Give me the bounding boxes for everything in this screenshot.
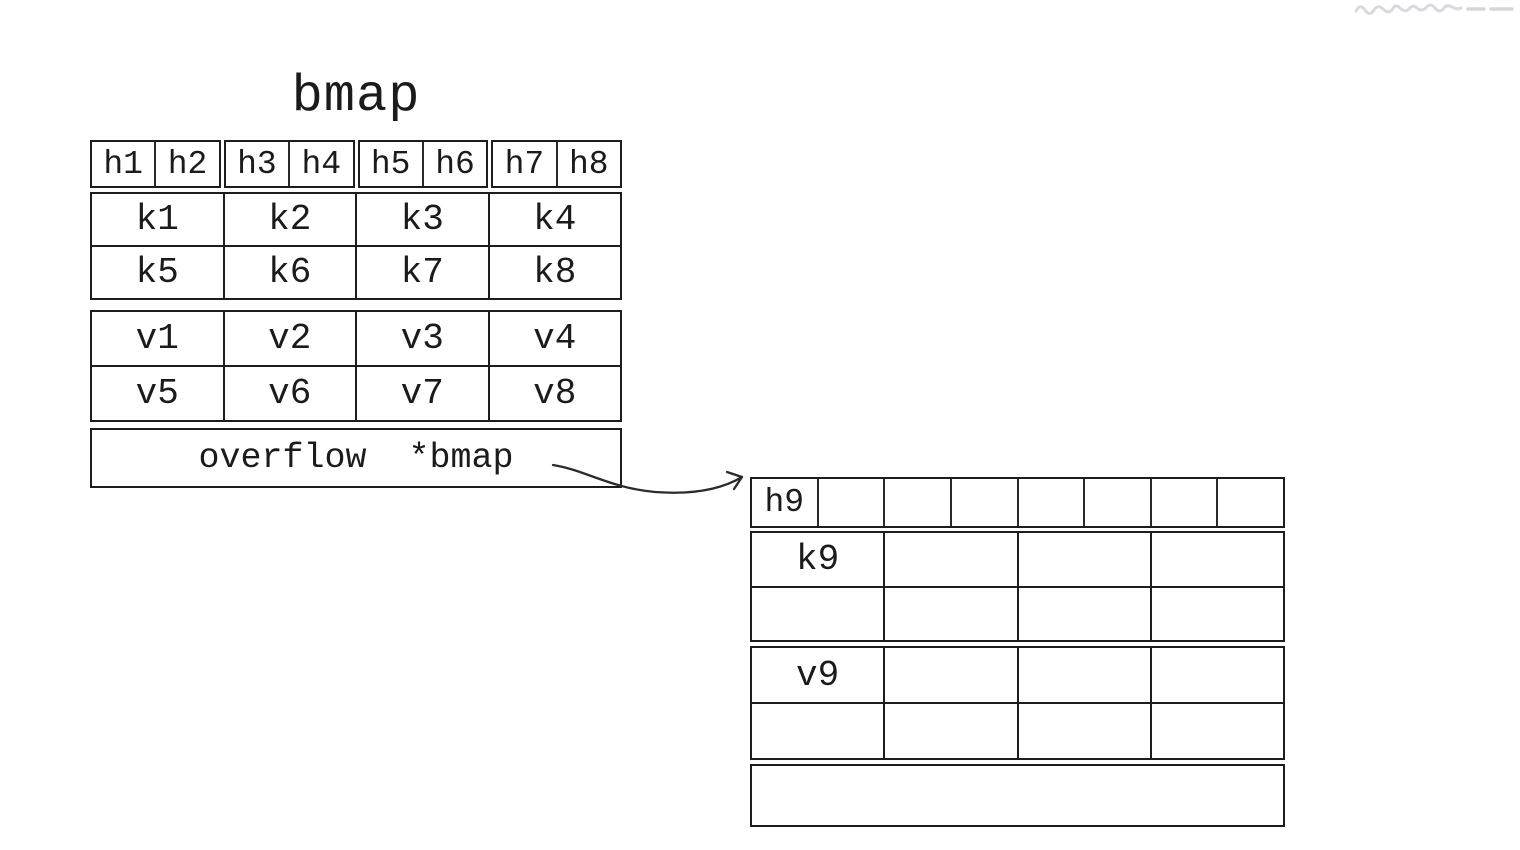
bucket2-values-block: v9	[750, 646, 1285, 760]
watermark-scribble	[1354, 3, 1514, 15]
tophash-cell: h4	[288, 142, 352, 186]
value-cell	[883, 704, 1016, 758]
key-cell: k3	[355, 194, 488, 245]
bucket1-title: bmap	[291, 66, 421, 126]
overflow-label: overflow *bmap	[198, 438, 514, 478]
value-cell: v7	[355, 367, 488, 420]
key-cell	[883, 533, 1016, 586]
key-cell: k8	[487, 247, 621, 298]
tophash-cell: h7	[504, 145, 545, 183]
value-cell: v6	[222, 367, 356, 420]
tophash-cell	[1083, 479, 1150, 526]
tophash-cell	[883, 479, 950, 526]
bucket2-keys-block: k9	[750, 531, 1285, 642]
bucket2-overflow-cell	[750, 764, 1285, 827]
key-cell: k1	[135, 199, 179, 240]
tophash-cell	[949, 479, 1017, 526]
tophash-cell: h5	[370, 145, 411, 183]
tophash-pair-box: h3 h4	[223, 140, 355, 188]
key-cell	[1016, 533, 1150, 586]
keys-row: k9	[752, 533, 1283, 588]
tophash-pair-box: h7 h8	[491, 140, 622, 188]
bucket2-tophash-row: h9	[750, 477, 1285, 528]
tophash-cell	[1149, 479, 1217, 526]
value-cell: v5	[135, 373, 179, 414]
tophash-pair-box: h1 h2	[90, 140, 221, 188]
tophash-cell: h3	[237, 145, 277, 183]
values-row: v5 v6 v7 v8	[92, 367, 620, 420]
value-cell	[1149, 648, 1283, 702]
keys-row: k5 k6 k7 k8	[92, 247, 620, 298]
bucket1-values-block: v1 v2 v3 v4 v5 v6 v7 v8	[90, 310, 622, 422]
value-cell: v4	[487, 312, 621, 365]
tophash-cell: h9	[764, 484, 805, 521]
value-cell	[1016, 648, 1150, 702]
key-cell: k9	[796, 538, 840, 580]
value-cell: v9	[796, 654, 840, 696]
key-cell	[1016, 587, 1150, 640]
keys-row: k1 k2 k3 k4	[92, 194, 620, 247]
value-cell	[1149, 704, 1283, 758]
value-cell: v8	[487, 367, 621, 420]
bucket1-keys-block: k1 k2 k3 k4 k5 k6 k7 k8	[90, 192, 622, 300]
values-row: v9	[752, 648, 1283, 704]
key-cell	[883, 587, 1016, 640]
tophash-cell: h8	[555, 142, 620, 186]
tophash-cell: h6	[421, 142, 486, 186]
key-cell: k4	[487, 194, 621, 245]
tophash-pair-box: h5 h6	[357, 140, 489, 188]
key-cell: k5	[135, 252, 179, 293]
keys-row	[752, 587, 1283, 641]
value-cell	[752, 704, 883, 758]
value-cell: v1	[135, 318, 179, 359]
values-row: v1 v2 v3 v4	[92, 312, 620, 367]
tophash-cell	[1216, 479, 1283, 526]
key-cell	[1149, 587, 1283, 640]
tophash-cell: h1	[103, 145, 143, 183]
key-cell: k2	[222, 194, 356, 245]
tophash-cell	[816, 479, 884, 526]
value-cell	[883, 648, 1016, 702]
key-cell	[1149, 533, 1283, 586]
values-row	[752, 704, 1283, 758]
key-cell	[752, 588, 883, 641]
arrow-head	[725, 470, 744, 491]
tophash-cell	[1016, 479, 1084, 526]
value-cell: v2	[222, 312, 356, 365]
value-cell: v3	[355, 312, 488, 365]
tophash-cell: h2	[154, 142, 218, 186]
bucket1-overflow-cell: overflow *bmap	[90, 428, 622, 488]
key-cell: k7	[355, 247, 488, 298]
value-cell	[1016, 704, 1150, 758]
key-cell: k6	[222, 247, 356, 298]
bucket1-tophash-row: h1 h2 h3 h4 h5 h6 h7 h8	[90, 140, 622, 188]
